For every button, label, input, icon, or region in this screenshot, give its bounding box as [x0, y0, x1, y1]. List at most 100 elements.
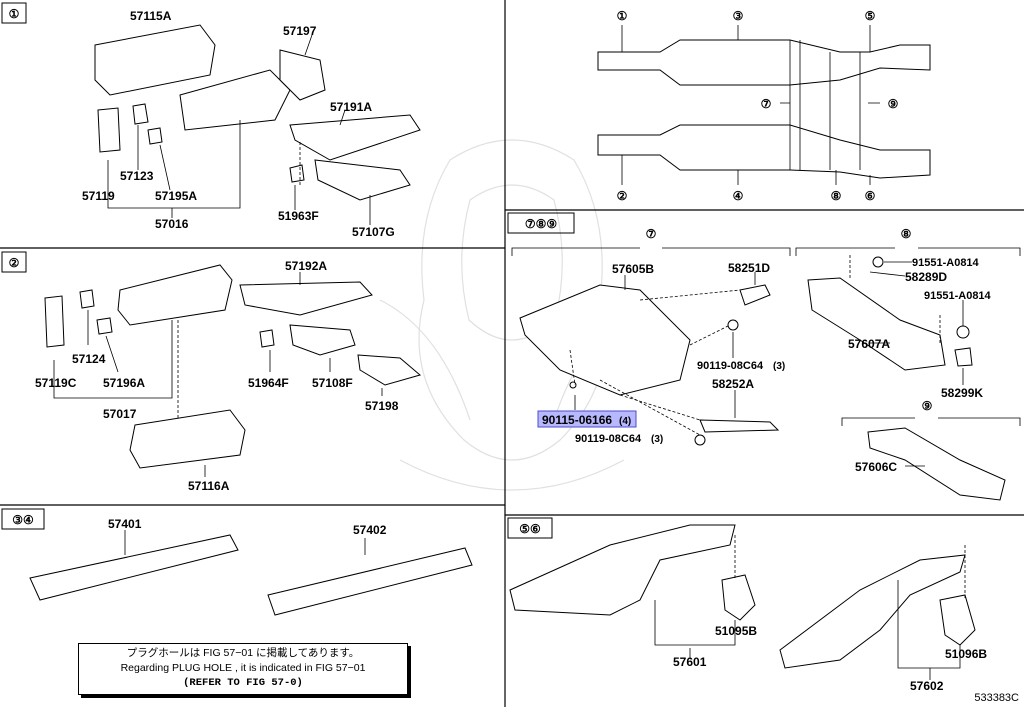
rail-57115A-shape: [94, 24, 216, 96]
extension-57107G-shape: [314, 159, 411, 201]
member-57601-shape: [509, 524, 736, 616]
section-tag-2: ②: [1, 251, 27, 273]
bracket-57196A-shape: [96, 317, 113, 335]
bracket-57195A-shape: [147, 127, 163, 145]
part-label-57123: 57123: [120, 169, 154, 183]
note-line-japanese: プラグホールは FIG 57−01 に掲載してあります。: [126, 647, 360, 659]
rocker-57401-shape: [29, 534, 239, 601]
reinforcement-57191A-shape: [289, 114, 421, 161]
svg-text:⑤⑥: ⑤⑥: [519, 522, 541, 536]
bracket-58252A-shape: [699, 419, 780, 433]
section-3-4-parts: [29, 530, 473, 616]
svg-text:⑨: ⑨: [888, 97, 899, 111]
svg-text:④: ④: [733, 189, 744, 203]
part-label-90119b: 90119-08C64 (3): [575, 433, 663, 445]
section-1-parts: [94, 24, 421, 225]
part-label-57115A: 57115A: [130, 9, 172, 23]
part-label-57198: 57198: [365, 399, 399, 413]
part-label-57192A: 57192A: [285, 259, 327, 273]
part-label-57605B: 57605B: [612, 262, 654, 276]
part-label-57402: 57402: [353, 523, 387, 537]
rail-57116A-shape: [129, 409, 246, 469]
section-tag-5-6: ⑤⑥: [507, 517, 553, 539]
svg-text:③: ③: [733, 9, 744, 23]
svg-text:(4): (4): [619, 416, 631, 427]
member-57016-shape: [179, 69, 291, 131]
part-label-90115-highlighted[interactable]: 90115-06166 (4): [537, 410, 637, 428]
part-label-57401: 57401: [108, 517, 142, 531]
part-label-91551b: 91551-A0814: [924, 290, 992, 302]
section-8-parts: [807, 255, 973, 385]
nut-57123-shape: [132, 103, 149, 125]
section-5-6-parts: [509, 524, 976, 680]
member-57607A-shape: [807, 277, 946, 371]
part-label-57017: 57017: [103, 407, 137, 421]
plate-57119-shape: [97, 107, 121, 153]
section-tag-7-8-9: ⑦⑧⑨: [507, 212, 575, 234]
section-7-parts: [519, 272, 780, 446]
bolt-90115-shape: [569, 381, 577, 389]
part-label-57196A: 57196A: [103, 376, 145, 390]
reinforcement-57192A-shape: [239, 281, 373, 316]
svg-text:90115-06166: 90115-06166: [542, 413, 612, 427]
svg-text:⑥: ⑥: [865, 189, 876, 203]
clip-51964F-shape: [259, 329, 275, 348]
part-label-57606C: 57606C: [855, 460, 897, 474]
bracket-58299K-shape: [954, 347, 973, 367]
part-label-58251D: 58251D: [728, 261, 770, 275]
svg-text:(3): (3): [651, 434, 663, 445]
svg-text:90119-08C64: 90119-08C64: [575, 433, 642, 445]
part-label-90119a: 90119-08C64 (3): [697, 360, 785, 372]
part-label-51095B: 51095B: [715, 624, 757, 638]
sub-tag-8: ⑧: [901, 227, 912, 241]
svg-text:①: ①: [9, 7, 20, 21]
rail-front-shape: [117, 264, 233, 326]
svg-text:①: ①: [617, 9, 628, 23]
catalog-number: 533383C: [974, 692, 1019, 704]
sub-tag-7: ⑦: [646, 227, 657, 241]
part-label-57607A: 57607A: [848, 337, 890, 351]
part-label-91551a: 91551-A0814: [912, 257, 980, 269]
bolt-90119b-shape: [694, 434, 706, 446]
part-label-51096B: 51096B: [945, 647, 987, 661]
bolt-90119a-shape: [727, 319, 739, 331]
bracket-51096B-shape: [939, 594, 976, 646]
part-label-51963F: 51963F: [278, 209, 319, 223]
note-line-english: Regarding PLUG HOLE , it is indicated in…: [120, 662, 366, 674]
part-label-57197: 57197: [283, 24, 317, 38]
rocker-57402-shape: [267, 547, 473, 616]
part-label-51964F: 51964F: [248, 376, 289, 390]
overview-markers: ① ③ ⑤ ⑦ ⑨ ② ④ ⑧ ⑥: [617, 9, 899, 203]
svg-text:⑦: ⑦: [761, 97, 772, 111]
section-9-parts: [867, 427, 1006, 501]
note-line-refer: (REFER TO FIG 57-0): [183, 677, 303, 689]
svg-text:③④: ③④: [12, 513, 34, 527]
part-label-57124: 57124: [72, 352, 106, 366]
part-label-57119: 57119: [82, 189, 115, 203]
plug-hole-note: プラグホールは FIG 57−01 に掲載してあります。 Regarding P…: [78, 643, 408, 695]
sub-section-brackets: [511, 247, 1021, 426]
clip-51963F-shape: [289, 164, 305, 183]
part-label-57195A: 57195A: [155, 189, 197, 203]
section-tag-1: ①: [1, 2, 27, 24]
bolt-91551b-shape: [956, 325, 970, 339]
plate-57119C-shape: [44, 295, 65, 348]
pan-57605B-shape: [519, 284, 691, 396]
svg-text:②: ②: [9, 256, 20, 270]
svg-text:90119-08C64: 90119-08C64: [697, 360, 764, 372]
bracket-51095B-shape: [721, 574, 756, 621]
part-label-58289D: 58289D: [905, 270, 947, 284]
part-label-57191A: 57191A: [330, 100, 372, 114]
bracket-57198-shape: [357, 354, 422, 386]
part-label-57601: 57601: [673, 655, 707, 669]
bracket-58251D-shape: [739, 284, 771, 306]
part-label-57116A: 57116A: [188, 479, 230, 493]
part-label-58252A: 58252A: [712, 377, 754, 391]
svg-text:⑤: ⑤: [865, 9, 876, 23]
svg-text:②: ②: [617, 189, 628, 203]
nut-57124-shape: [79, 289, 95, 309]
highlight-box: [537, 410, 637, 428]
